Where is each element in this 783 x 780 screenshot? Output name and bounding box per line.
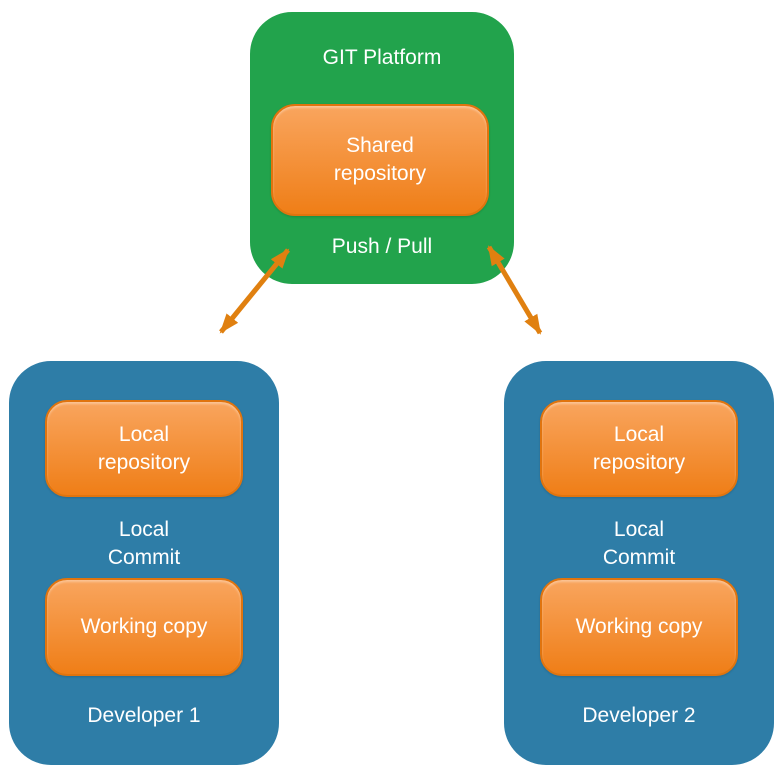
developer1-box: Local repository Local Commit Working co…	[5, 357, 283, 769]
developer1-working-copy-box: Working copy	[45, 578, 243, 676]
developer1-local-repository-box: Local repository	[45, 400, 243, 497]
developer2-working-copy-label: Working copy	[575, 615, 703, 638]
developer2-local-repository-box: Local repository	[540, 400, 738, 497]
developer1-local-repository-label: Local repository	[97, 422, 191, 474]
push-pull-label: Push / Pull	[331, 235, 433, 258]
developer2-local-repository-label: Local repository	[592, 422, 686, 474]
developer2-title: Developer 2	[582, 704, 696, 727]
developer2-working-copy-box: Working copy	[540, 578, 738, 676]
developer1-title: Developer 1	[87, 704, 201, 727]
git-platform-title: GIT Platform	[322, 46, 442, 69]
developer2-box: Local repository Local Commit Working co…	[500, 357, 778, 769]
shared-repository-box: Shared repository	[271, 104, 489, 216]
developer2-local-commit-label: Local Commit	[602, 518, 676, 569]
shared-repository-label: Shared repository	[333, 134, 427, 185]
developer1-local-commit-label: Local Commit	[107, 518, 181, 569]
developer1-working-copy-label: Working copy	[80, 615, 208, 638]
